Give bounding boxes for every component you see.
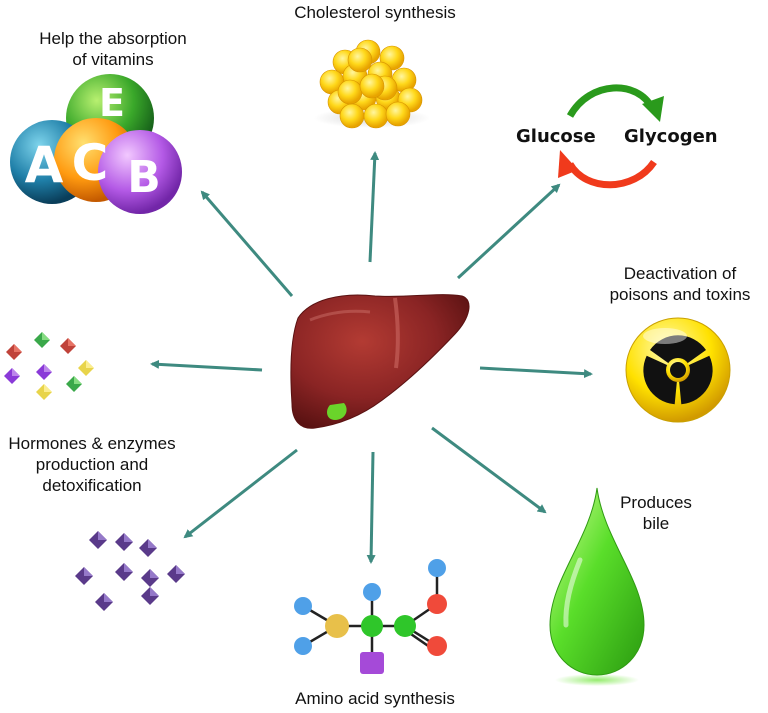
arrow-to-amino bbox=[366, 451, 376, 564]
atom-nitrogen bbox=[325, 614, 349, 638]
fat-globule-icon bbox=[314, 39, 430, 129]
label-bile-line1: Produces bbox=[620, 493, 692, 512]
vitamin-a-letter: A bbox=[25, 136, 64, 194]
atom-carbon bbox=[361, 615, 383, 637]
arrow-to-crystals-top bbox=[150, 359, 263, 372]
atom-hydrogen bbox=[294, 637, 312, 655]
crystals-icon bbox=[4, 332, 94, 400]
label-hormones-line3: detoxification bbox=[42, 476, 142, 495]
radiation-icon bbox=[625, 317, 731, 423]
label-cholesterol: Cholesterol synthesis bbox=[294, 3, 456, 22]
arrows bbox=[150, 151, 593, 564]
cycle-arrows-icon bbox=[558, 84, 664, 189]
purple-crystals-icon bbox=[75, 531, 185, 611]
label-hormones-line1: Hormones & enzymes bbox=[8, 434, 176, 453]
vitamin-e-letter: E bbox=[99, 81, 125, 125]
fat-ball bbox=[339, 103, 365, 129]
vitamin-b-ball bbox=[98, 130, 182, 214]
atom-hydrogen bbox=[294, 597, 312, 615]
atom-hydrogen bbox=[428, 559, 446, 577]
fat-ball bbox=[359, 73, 385, 99]
arrow-to-hormones bbox=[183, 448, 298, 539]
atom-hydrogen bbox=[363, 583, 381, 601]
fat-ball bbox=[347, 47, 373, 73]
atom-oxygen bbox=[427, 594, 447, 614]
arrow-to-bile bbox=[431, 426, 547, 514]
label-glucose: Glucose bbox=[516, 126, 596, 147]
fat-ball bbox=[363, 103, 389, 129]
fat-ball bbox=[385, 101, 411, 127]
arrow-to-vitamins bbox=[200, 190, 294, 297]
label-poisons-line2: poisons and toxins bbox=[609, 285, 751, 304]
liver-icon bbox=[290, 294, 470, 429]
vitamin-balls-icon: E A C B bbox=[10, 74, 182, 214]
label-hormones-line2: production and bbox=[35, 455, 149, 474]
arrow-to-poisons bbox=[479, 366, 593, 379]
molecule-icon bbox=[294, 559, 447, 674]
vitamin-b-letter: B bbox=[127, 152, 161, 203]
vitamin-c-letter: C bbox=[72, 134, 109, 192]
atom-carbon bbox=[394, 615, 416, 637]
label-glycogen: Glycogen bbox=[624, 126, 718, 147]
label-bile-line2: bile bbox=[642, 514, 670, 533]
label-poisons-line1: Deactivation of bbox=[623, 264, 737, 283]
arrow-to-glycogen bbox=[456, 183, 561, 280]
atom-oxygen bbox=[427, 636, 447, 656]
label-vitamins-line1: Help the absorption bbox=[39, 29, 187, 48]
arrow-to-cholesterol bbox=[368, 151, 380, 263]
bile-drop-icon bbox=[549, 487, 645, 686]
side-chain-group bbox=[360, 652, 384, 674]
label-amino: Amino acid synthesis bbox=[295, 689, 455, 708]
fat-ball bbox=[337, 79, 363, 105]
label-vitamins-line2: of vitamins bbox=[72, 50, 154, 69]
